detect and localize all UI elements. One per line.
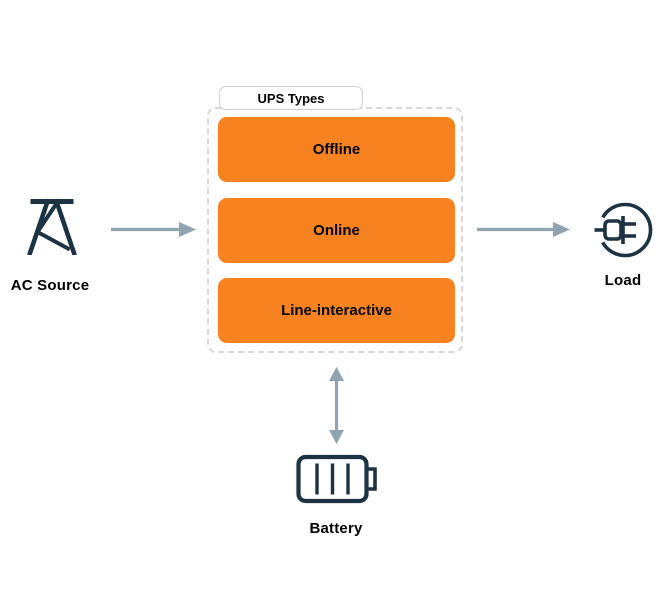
arrow-ups-battery-bidirectional [329,367,344,444]
ups-type-offline: Offline [218,117,455,182]
arrow-ups-to-load [477,222,570,237]
ups-type-online-label: Online [313,222,360,239]
ups-types-group-box: Offline Online Line-interactive [207,107,463,353]
ac-source-label: AC Source [10,277,90,294]
battery-label: Battery [309,520,363,537]
ups-type-online: Online [218,198,455,263]
load-label: Load [604,272,642,289]
transmission-tower-icon [27,198,77,255]
ups-types-group-tab-label: UPS Types [257,90,325,106]
arrow-ac-to-ups [111,222,196,237]
ups-type-offline-label: Offline [312,141,361,158]
ups-type-line-interactive-label: Line-interactive [281,302,392,319]
ups-type-line-interactive: Line-interactive [218,278,455,343]
ups-types-group-tab: UPS Types [219,86,363,110]
power-plug-icon [594,202,653,258]
battery-icon [296,454,377,504]
